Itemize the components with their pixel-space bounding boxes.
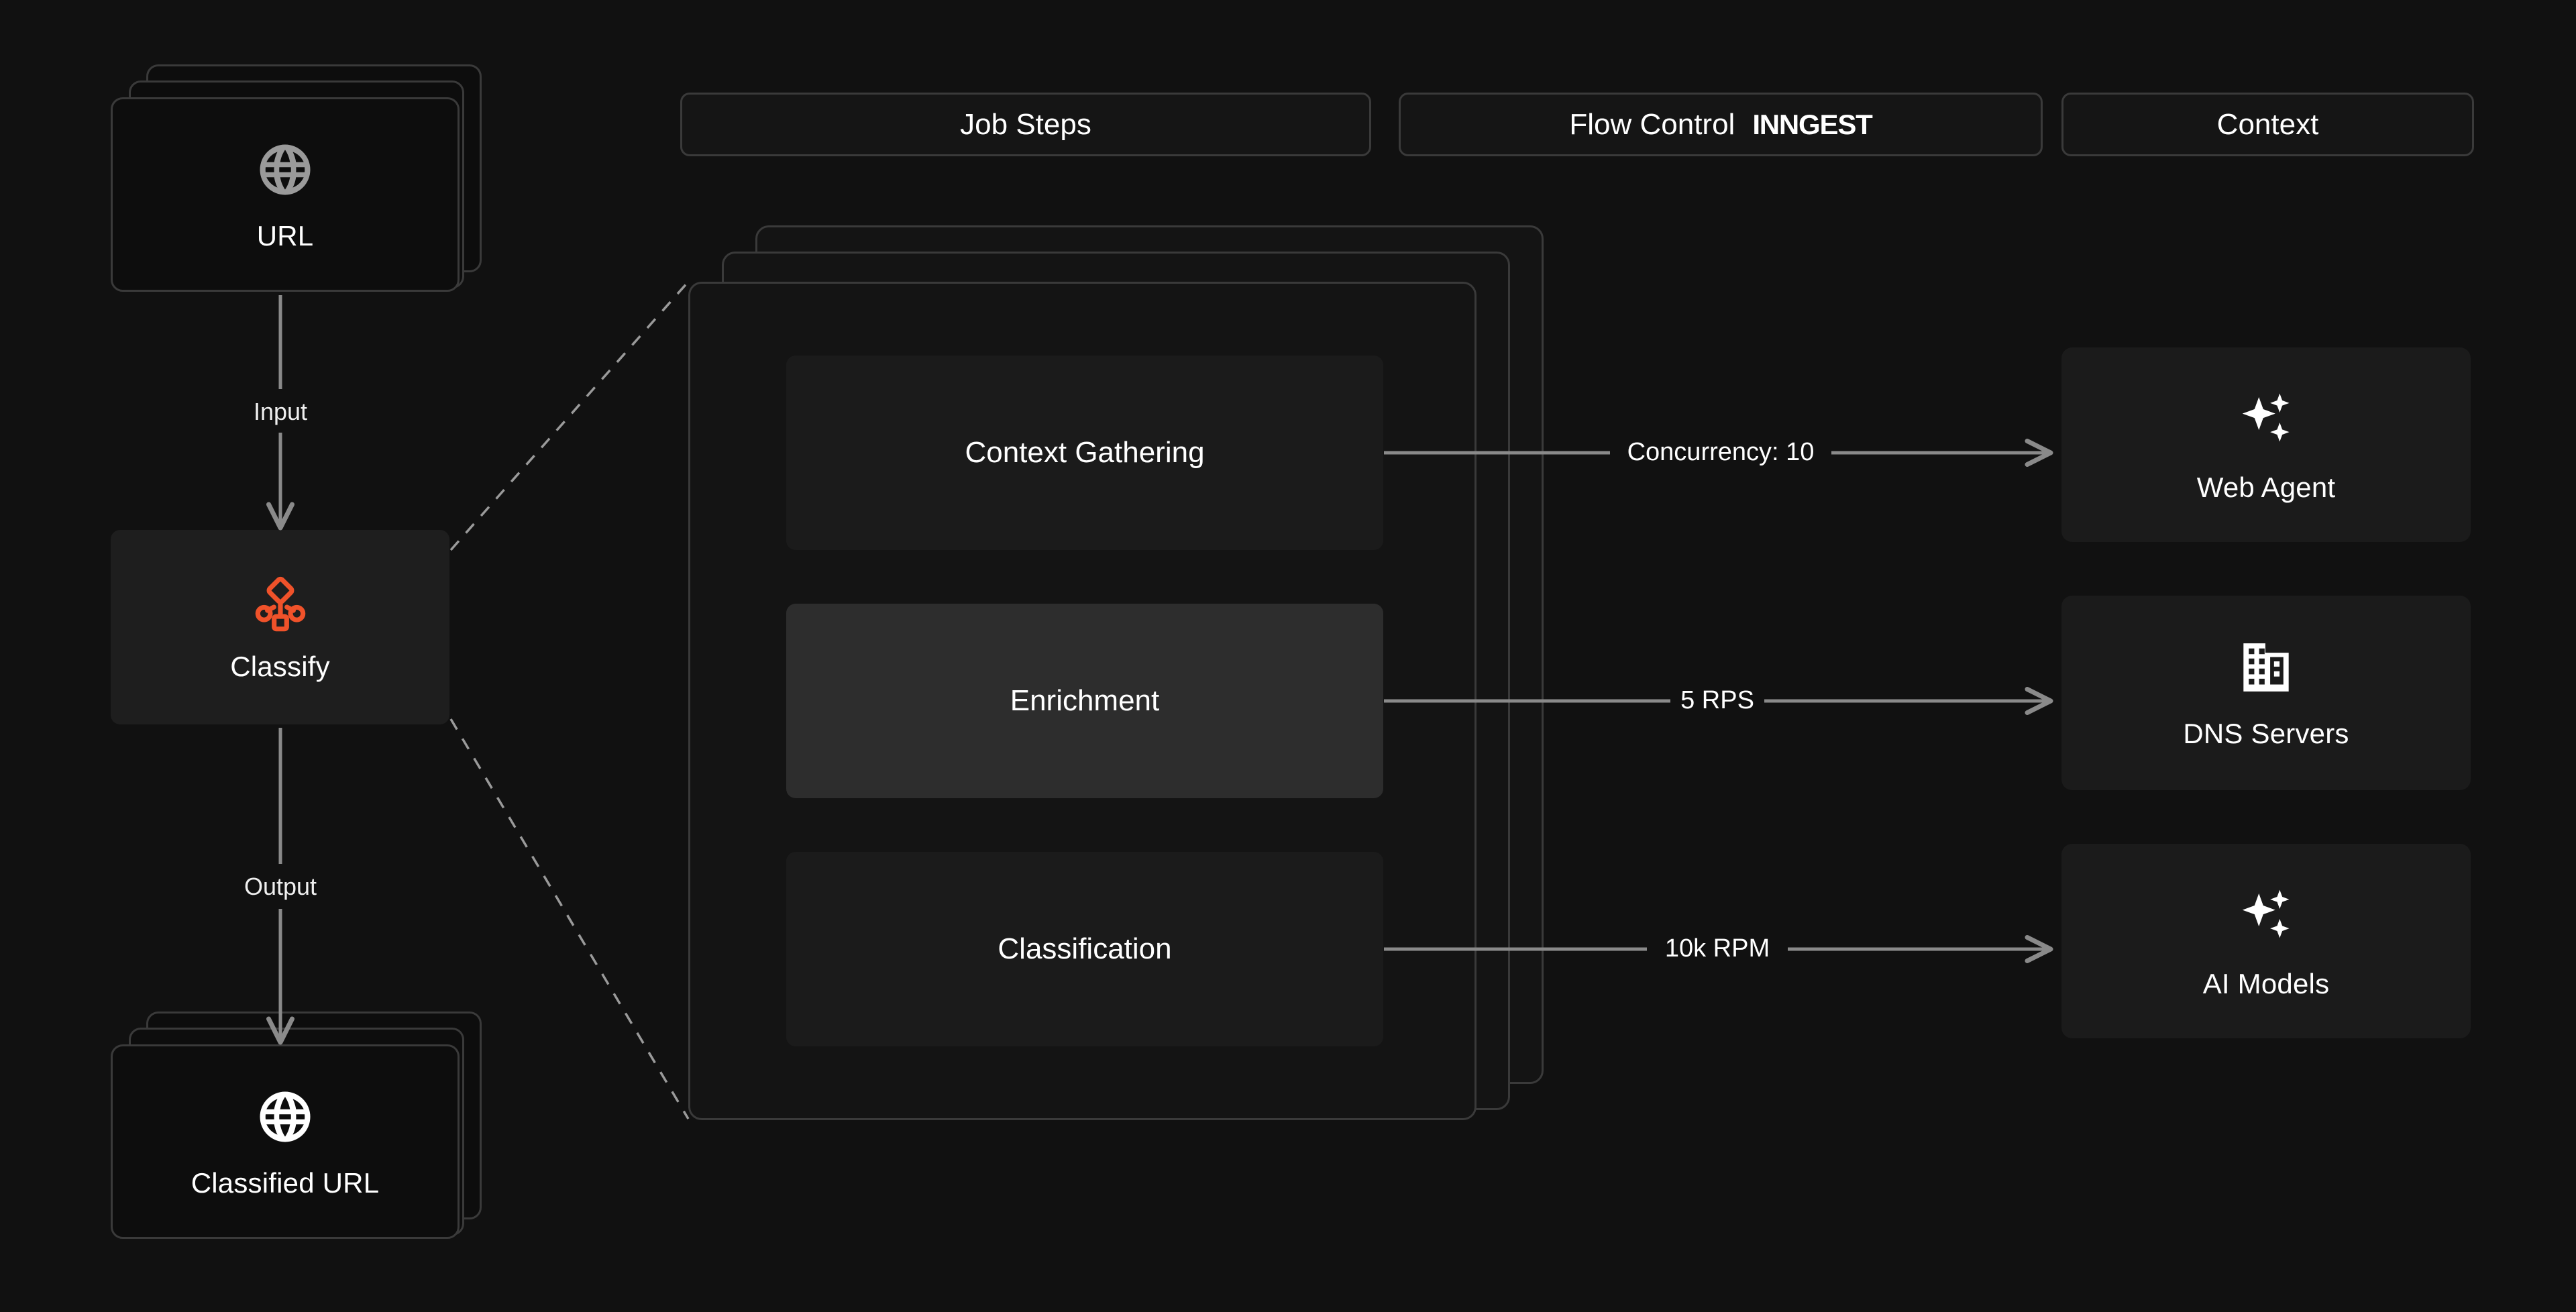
edge-label-output: Output — [244, 873, 317, 900]
context-card-label: AI Models — [2202, 967, 2330, 999]
edge-expand-bottom — [449, 718, 690, 1119]
classify-node-label: Classify — [230, 650, 330, 682]
context-card-ai-models[interactable]: AI Models — [2061, 844, 2471, 1038]
tab-flow-control-label: Flow Control — [1569, 107, 1735, 141]
building-icon — [2237, 639, 2295, 700]
step-label: Enrichment — [1010, 684, 1160, 717]
globe-icon — [255, 1087, 315, 1150]
url-node-label: URL — [256, 219, 314, 252]
globe-icon — [255, 140, 315, 203]
classify-node[interactable]: Classify — [111, 530, 449, 724]
flow-control-label-concurrency: Concurrency: 10 — [1627, 438, 1815, 466]
sparkles-icon — [2235, 388, 2297, 453]
edge-label-input: Input — [253, 398, 308, 425]
flow-control-label-rps: 5 RPS — [1680, 686, 1754, 714]
step-card-enrichment[interactable]: Enrichment — [786, 604, 1383, 798]
sparkles-icon — [2235, 885, 2297, 950]
step-label: Context Gathering — [965, 436, 1205, 469]
step-label: Classification — [998, 932, 1172, 965]
tab-job-steps-label: Job Steps — [960, 107, 1091, 141]
tab-job-steps[interactable]: Job Steps — [680, 93, 1371, 156]
inngest-logo-text: INNGEST — [1752, 108, 1872, 140]
classified-url-node-label: Classified URL — [191, 1166, 380, 1199]
step-card-classification[interactable]: Classification — [786, 852, 1383, 1046]
flow-control-label-rpm: 10k RPM — [1664, 934, 1770, 963]
job-steps-panel[interactable]: Context Gathering Enrichment Classificat… — [688, 282, 1477, 1120]
edge-expand-top — [449, 280, 690, 551]
context-card-dns-servers[interactable]: DNS Servers — [2061, 596, 2471, 790]
tab-context-label: Context — [2216, 107, 2319, 141]
context-card-label: DNS Servers — [2183, 717, 2349, 749]
url-node[interactable]: URL — [111, 97, 460, 292]
sitemap-icon — [252, 574, 309, 635]
tab-flow-control[interactable]: Flow Control INNGEST — [1399, 93, 2043, 156]
context-card-label: Web Agent — [2196, 471, 2336, 503]
tab-context[interactable]: Context — [2061, 93, 2474, 156]
context-card-web-agent[interactable]: Web Agent — [2061, 347, 2471, 542]
classified-url-node[interactable]: Classified URL — [111, 1044, 460, 1239]
step-card-context-gathering[interactable]: Context Gathering — [786, 356, 1383, 550]
